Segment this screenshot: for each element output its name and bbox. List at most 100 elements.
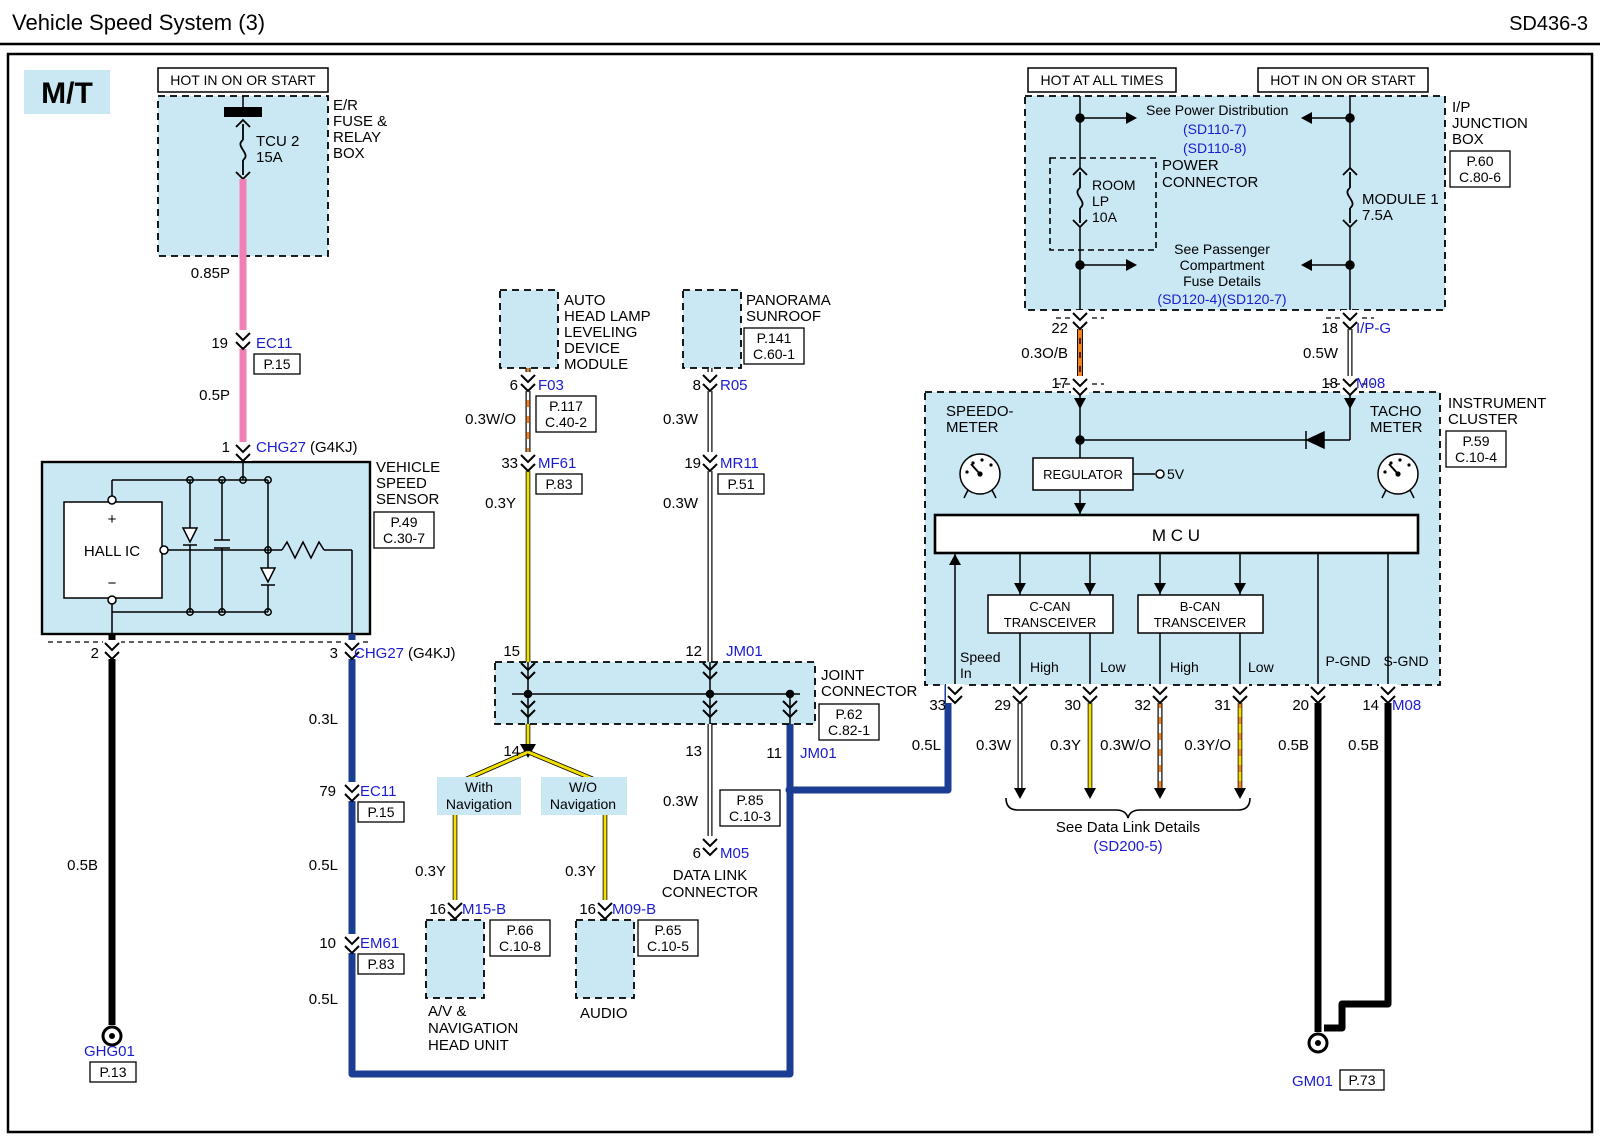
page-ref-p51: P.51 — [728, 476, 755, 492]
connector-ref-em61[interactable]: EM61 — [360, 935, 399, 952]
ccan-transceiver-box — [987, 594, 1114, 634]
pgnd-label: P-GND — [1325, 653, 1370, 669]
wire-label-0-85p: 0.85P — [191, 265, 230, 282]
see-passenger-label: Fuse Details — [1183, 273, 1261, 289]
connector-ref-m08[interactable]: M08 — [1392, 697, 1421, 714]
module1-fuse-rating: 7.5A — [1362, 207, 1393, 224]
page-title: Vehicle Speed System (3) — [12, 10, 265, 35]
wire-label-0-3y: 0.3Y — [565, 863, 596, 880]
connector-ref-chg27[interactable]: CHG27 — [354, 645, 404, 662]
header: Vehicle Speed System (3) SD436-3 — [0, 10, 1600, 1134]
headlamp-label: AUTO — [564, 292, 605, 309]
wire-label-0-3w: 0.3W — [663, 495, 699, 512]
connector-ref-m05[interactable]: M05 — [720, 845, 749, 862]
pin-number: 3 — [330, 645, 338, 662]
pin-number: 6 — [510, 377, 518, 394]
left-labels: HOT IN ON OR START E/R FUSE & RELAY BOX … — [67, 72, 455, 1080]
pin-number: 31 — [1214, 697, 1231, 714]
pin-number: 32 — [1134, 697, 1151, 714]
page-code: SD436-3 — [1509, 13, 1588, 35]
sensor-label: VEHICLE — [376, 459, 440, 476]
ref-sd120[interactable]: (SD120-4)(SD120-7) — [1157, 291, 1286, 307]
connector-ref-mr11[interactable]: MR11 — [720, 455, 759, 472]
hot-in-on-label: HOT IN ON OR START — [1270, 72, 1416, 88]
power-connector-box — [1049, 157, 1157, 251]
pin-number: 14 — [1362, 697, 1379, 714]
panorama-sunroof-box — [682, 289, 742, 369]
pin-number: 18 — [1321, 320, 1338, 337]
ref-sd110-7[interactable]: (SD110-7) — [1183, 121, 1247, 137]
reference-boxes — [89, 150, 1511, 1091]
avn-label: NAVIGATION — [428, 1020, 518, 1037]
hall-minus: − — [108, 575, 117, 592]
connector-ref-chg27[interactable]: CHG27 — [256, 439, 306, 456]
wire-label-0-5b: 0.5B — [1278, 737, 1309, 754]
speedometer-label: METER — [946, 419, 999, 436]
pin-number: 10 — [319, 935, 336, 952]
audio-label: AUDIO — [580, 1005, 628, 1022]
wire-label-0-5l: 0.5L — [309, 857, 338, 874]
connector-ref-ipg[interactable]: I/P-G — [1356, 320, 1391, 337]
wire-0-3l-sensor-to-jm01 — [348, 634, 794, 1078]
pin-number: 33 — [501, 455, 518, 472]
ground-symbol-gm01 — [1307, 1032, 1329, 1054]
connector-ref-jm01[interactable]: JM01 — [800, 745, 837, 762]
room-fuse-rating: 10A — [1092, 209, 1118, 225]
middle-labels: AUTO HEAD LAMP LEVELING DEVICE MODULE 6 … — [415, 292, 917, 1054]
connector-ref-ec11[interactable]: EC11 — [256, 335, 292, 352]
data-link-brace — [1005, 797, 1251, 819]
connector-ref-r05[interactable]: R05 — [720, 377, 748, 394]
conn-ref-c40-2: C.40-2 — [545, 414, 587, 430]
with-nav-label: With — [465, 779, 493, 795]
pin-number: 11 — [766, 745, 782, 762]
ref-sd200-5[interactable]: (SD200-5) — [1093, 838, 1162, 855]
ccan-label: TRANSCEIVER — [1004, 615, 1096, 630]
avn-head-unit-box — [425, 919, 485, 999]
cluster-internals — [954, 392, 1389, 685]
connector-ref-m09b[interactable]: M09-B — [612, 901, 656, 918]
page-ref-p15: P.15 — [368, 804, 395, 820]
ground-ref-gm01[interactable]: GM01 — [1292, 1073, 1333, 1090]
pin-number: 2 — [91, 645, 99, 662]
hot-at-all-times-box — [1027, 67, 1177, 93]
speedometer-label: SPEEDO- — [946, 403, 1014, 420]
see-passenger-label: See Passenger — [1174, 241, 1270, 257]
ref-sd110-8[interactable]: (SD110-8) — [1183, 140, 1247, 156]
conn-ref-c10-8: C.10-8 — [499, 938, 541, 954]
page-ref-p13: P.13 — [100, 1064, 127, 1080]
regulator-label: REGULATOR — [1043, 467, 1123, 482]
regulator-box — [1032, 457, 1134, 491]
cluster-label: CLUSTER — [1448, 411, 1518, 428]
speed-in-label: Speed — [960, 649, 1000, 665]
sunroof-label: PANORAMA — [746, 292, 831, 309]
left-circuit — [40, 96, 794, 1078]
diagram-frame — [6, 52, 1594, 1134]
connector-ref-ec11[interactable]: EC11 — [360, 783, 396, 800]
power-connector-label: POWER — [1162, 157, 1219, 174]
hot-at-all-times-label: HOT AT ALL TIMES — [1041, 72, 1164, 88]
connector-ref-m08[interactable]: M08 — [1356, 375, 1385, 392]
connector-variant: (G4KJ) — [408, 645, 456, 662]
ip-box-label: BOX — [1452, 131, 1484, 148]
hall-plus: + — [108, 511, 117, 528]
connector-ref-m15b[interactable]: M15-B — [462, 901, 506, 918]
pin-number: 30 — [1064, 697, 1081, 714]
tachometer-label: TACHO — [1370, 403, 1421, 420]
connector-ref-jm01[interactable]: JM01 — [726, 643, 763, 660]
headlamp-label: MODULE — [564, 356, 628, 373]
wire-label-0-3w: 0.3W — [663, 793, 699, 810]
ground-ref-ghg01[interactable]: GHG01 — [84, 1043, 135, 1060]
connector-ref-mf61[interactable]: MF61 — [538, 455, 576, 472]
pin-number: 79 — [319, 783, 336, 800]
joint-connector-label: JOINT — [821, 667, 864, 684]
pin-number: 20 — [1292, 697, 1309, 714]
mcu-box — [933, 513, 1420, 555]
transmission-label: M/T — [41, 77, 93, 110]
hot-label-box-left — [157, 67, 329, 93]
connector-ref-f03[interactable]: F03 — [538, 377, 564, 394]
bcan-high-label: High — [1170, 659, 1199, 675]
wire-label-0-3wo: 0.3W/O — [465, 411, 516, 428]
er-box-label: BOX — [333, 145, 365, 162]
pin-number: 8 — [693, 377, 701, 394]
